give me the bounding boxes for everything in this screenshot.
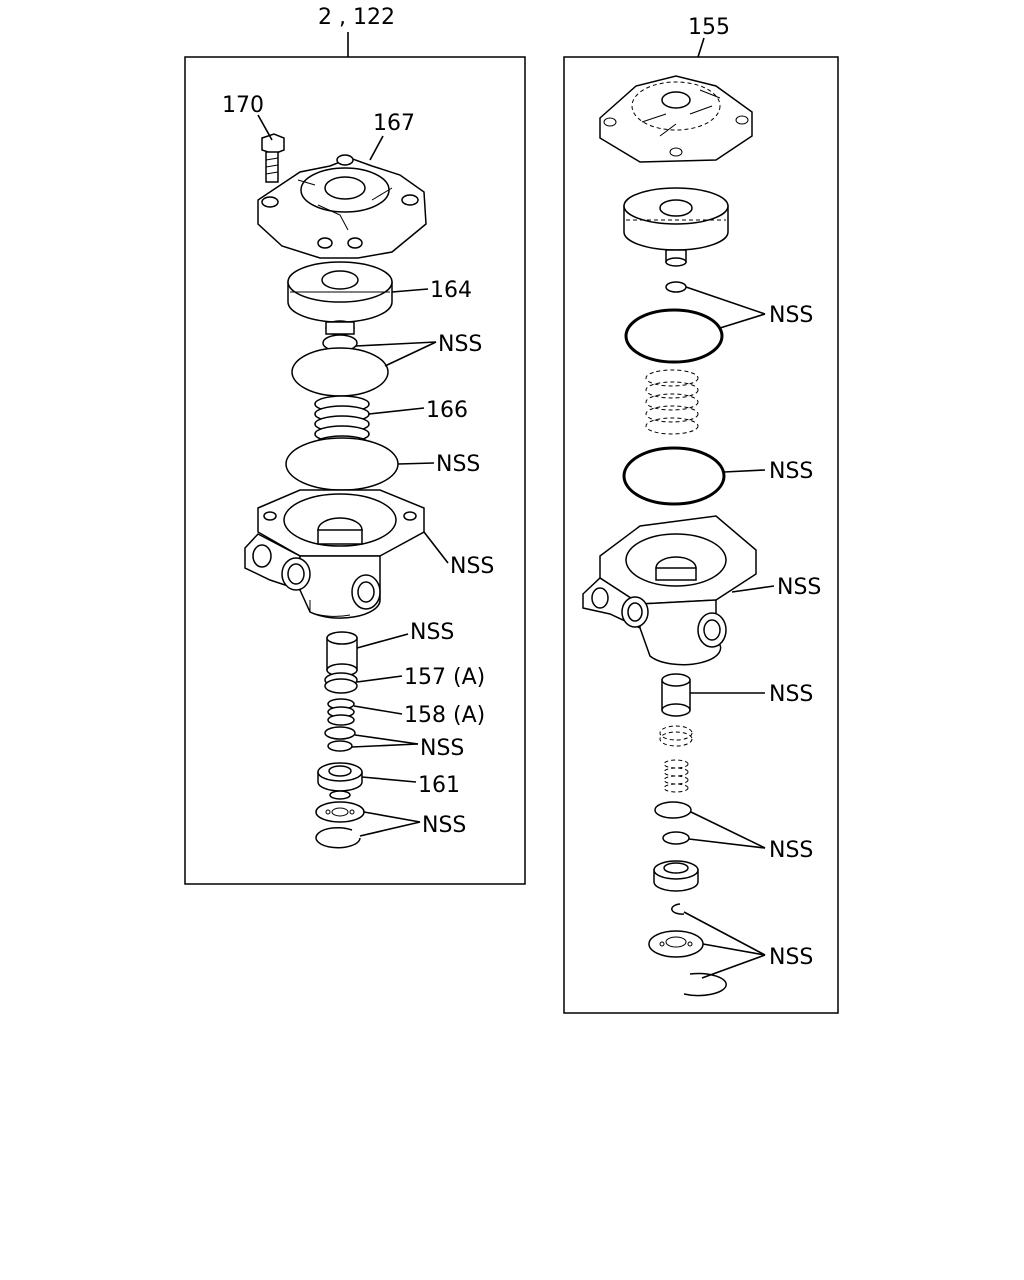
left-assembly: 2 , 122 170 167	[184, 5, 526, 885]
label-157A[interactable]: 157 (A)	[404, 665, 485, 690]
piston-164[interactable]	[287, 261, 393, 336]
left-group-frame	[184, 56, 526, 885]
valve-161[interactable]	[317, 762, 363, 800]
valve-body-nss-3[interactable]	[244, 489, 425, 619]
label-nss-right-2[interactable]: NSS	[769, 459, 813, 484]
ring-spring-right[interactable]	[659, 725, 693, 793]
label-nss-right-5[interactable]: NSS	[769, 838, 813, 863]
seal-nss-5[interactable]	[324, 726, 356, 752]
spring-158A[interactable]	[327, 698, 355, 726]
label-nss-left-2[interactable]: NSS	[436, 452, 480, 477]
label-167[interactable]: 167	[373, 111, 415, 136]
right-group-frame	[563, 56, 839, 1014]
label-nss-right-1[interactable]: NSS	[769, 303, 813, 328]
label-nss-left-1[interactable]: NSS	[438, 332, 482, 357]
ring-157A[interactable]	[324, 672, 358, 694]
label-nss-right-3[interactable]: NSS	[777, 575, 821, 600]
label-158A[interactable]: 158 (A)	[404, 703, 485, 728]
valve-right[interactable]	[653, 860, 699, 892]
spring-right[interactable]	[645, 369, 699, 435]
valve-body-nss-r3[interactable]	[582, 515, 757, 666]
o-ring-nss-r2[interactable]	[622, 446, 726, 506]
bolt-170[interactable]	[261, 133, 285, 183]
cover-assembly-155[interactable]	[599, 75, 753, 163]
piston-right[interactable]	[623, 187, 729, 267]
retainer-nss-r6[interactable]	[648, 903, 727, 997]
seal-nss-1[interactable]	[291, 334, 389, 397]
insert-nss-r4[interactable]	[661, 673, 691, 717]
diaphragm-nss-2[interactable]	[285, 437, 399, 491]
label-nss-left-5[interactable]: NSS	[420, 736, 464, 761]
left-group-ref[interactable]: 2 , 122	[318, 5, 395, 30]
label-nss-right-4[interactable]: NSS	[769, 682, 813, 707]
label-nss-left-3[interactable]: NSS	[450, 554, 494, 579]
cover-167[interactable]	[257, 154, 427, 259]
right-assembly: 155 NSS	[563, 15, 839, 1014]
label-170[interactable]: 170	[222, 93, 264, 118]
o-rings-nss-r1[interactable]	[624, 281, 724, 364]
label-nss-left-6[interactable]: NSS	[422, 813, 466, 838]
insert-nss-4[interactable]	[326, 631, 358, 677]
label-166[interactable]: 166	[426, 398, 468, 423]
seals-nss-r5[interactable]	[654, 801, 692, 845]
label-164[interactable]: 164	[430, 278, 472, 303]
right-group-ref[interactable]: 155	[688, 15, 730, 40]
label-nss-right-6[interactable]: NSS	[769, 945, 813, 970]
retainer-nss-6[interactable]	[315, 801, 365, 849]
label-nss-left-4[interactable]: NSS	[410, 620, 454, 645]
label-161[interactable]: 161	[418, 773, 460, 798]
